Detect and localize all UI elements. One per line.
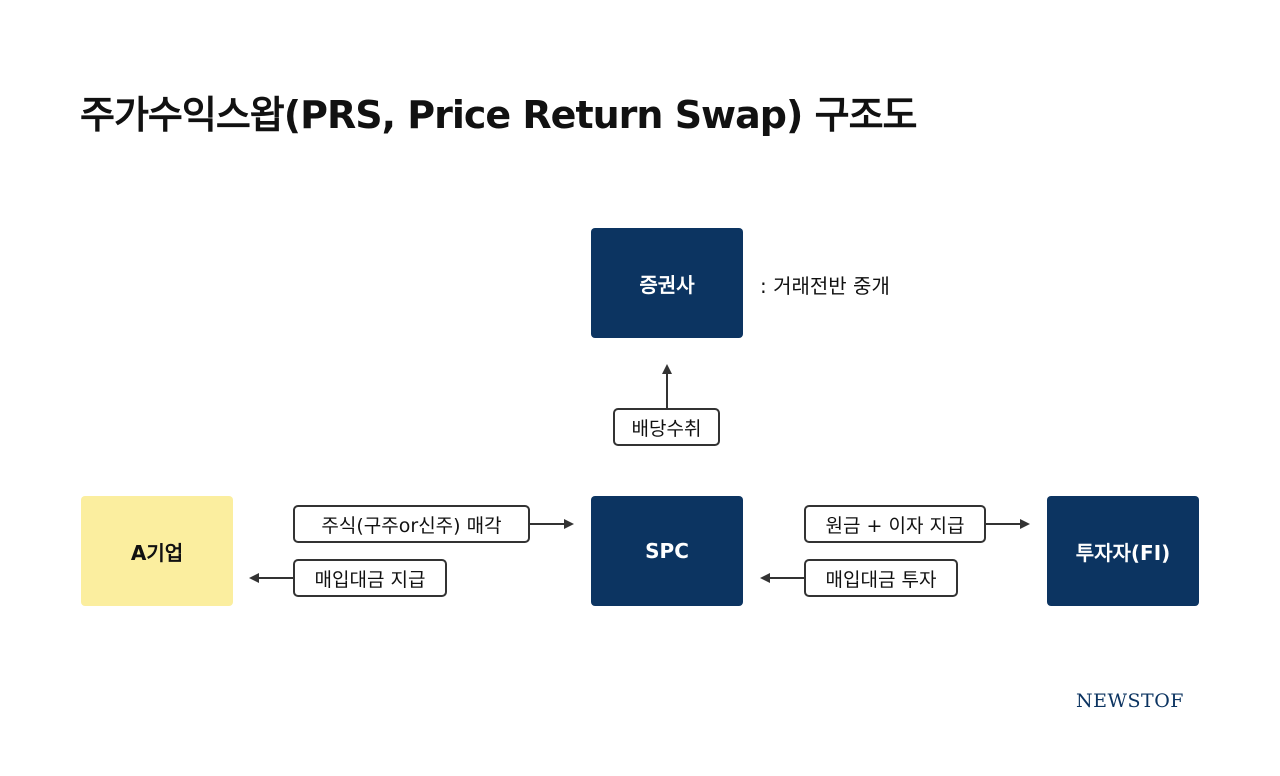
label-dividend: 배당수취: [613, 408, 720, 446]
node-spc: SPC: [591, 496, 743, 606]
label-principal-interest: 원금 + 이자 지급: [804, 505, 986, 543]
node-company-a: A기업: [81, 496, 233, 606]
brand-logo: NEWSTOF: [1076, 690, 1184, 712]
label-pay-purchase: 매입대금 지급: [293, 559, 447, 597]
node-securities: 증권사: [591, 228, 743, 338]
label-invest-purchase: 매입대금 투자: [804, 559, 958, 597]
diagram-title: 주가수익스왑(PRS, Price Return Swap) 구조도: [80, 93, 917, 137]
label-sell-shares: 주식(구주or신주) 매각: [293, 505, 530, 543]
securities-note: : 거래전반 중개: [760, 274, 890, 298]
node-investor: 투자자(FI): [1047, 496, 1199, 606]
